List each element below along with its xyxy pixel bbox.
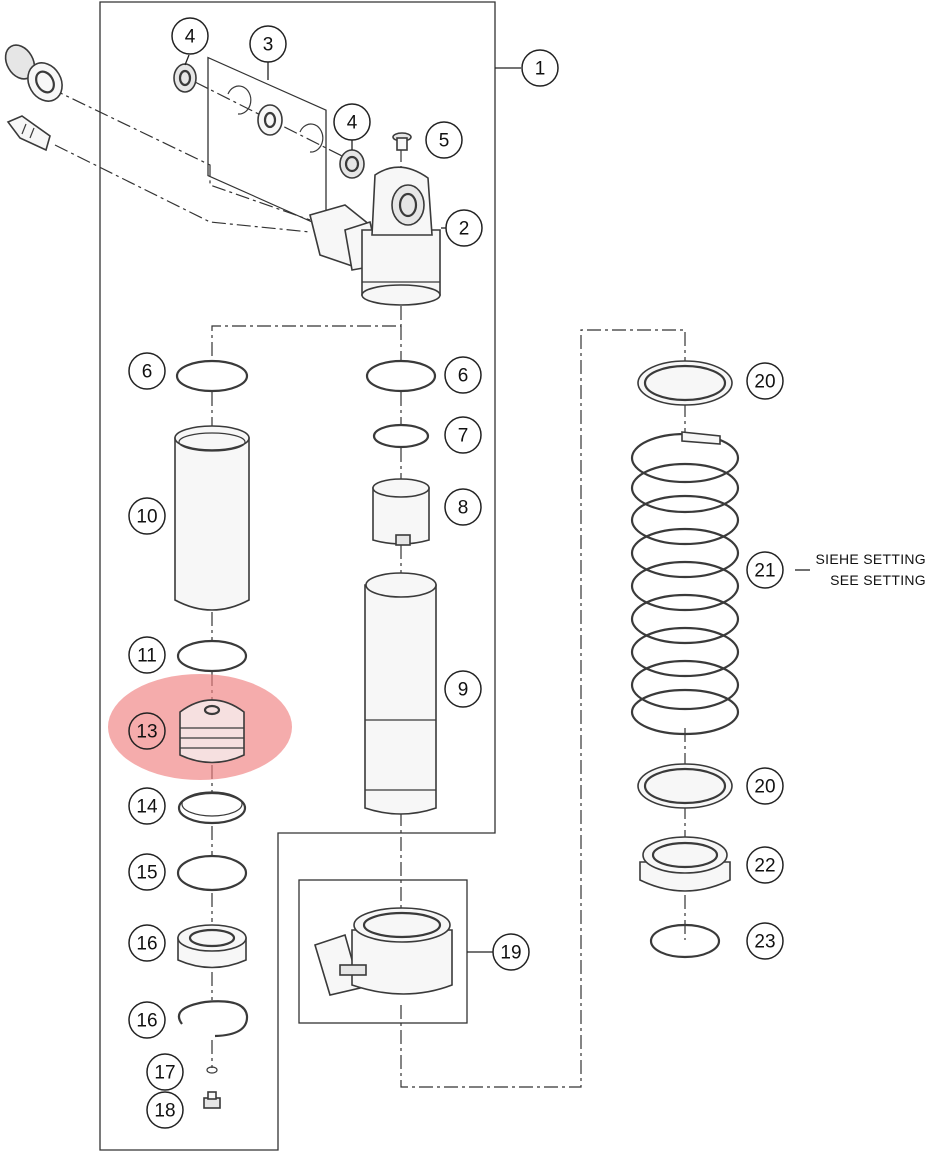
callout-22: 22 bbox=[746, 846, 784, 884]
svg-text:7: 7 bbox=[458, 426, 469, 447]
callout-6-right: 6 bbox=[444, 356, 482, 394]
preload-adjuster-19 bbox=[314, 907, 453, 996]
o-ring-23 bbox=[649, 923, 721, 959]
callout-23: 23 bbox=[746, 922, 784, 960]
callout-7: 7 bbox=[444, 416, 482, 454]
setting-note-english: SEE SETTING bbox=[830, 572, 926, 588]
screw-18 bbox=[203, 1091, 221, 1109]
callout-5: 5 bbox=[425, 121, 463, 159]
callout-19: 19 bbox=[492, 933, 530, 971]
svg-text:22: 22 bbox=[754, 856, 775, 877]
svg-text:16: 16 bbox=[136, 1011, 157, 1032]
callout-9: 9 bbox=[444, 670, 482, 708]
spring-washer-20-top bbox=[637, 360, 733, 406]
svg-text:23: 23 bbox=[754, 932, 775, 953]
callout-15: 15 bbox=[128, 853, 166, 891]
callout-13: 13 bbox=[128, 712, 166, 750]
setting-note-german: SIEHE SETTING bbox=[816, 551, 926, 567]
o-ring-15 bbox=[176, 854, 248, 892]
svg-text:21: 21 bbox=[754, 561, 775, 582]
shock-body-part bbox=[309, 166, 441, 306]
seal-head-16 bbox=[177, 924, 247, 969]
washer-17 bbox=[206, 1066, 218, 1074]
dust-seal-4-upper bbox=[173, 63, 197, 93]
o-ring-6-left bbox=[175, 359, 249, 393]
callout-4-lower: 4 bbox=[333, 103, 371, 141]
spring-retainer-22 bbox=[639, 836, 731, 892]
callout-leaders bbox=[184, 54, 810, 953]
svg-text:20: 20 bbox=[754, 372, 775, 393]
o-ring-6-right bbox=[365, 359, 437, 393]
callout-17: 17 bbox=[146, 1053, 184, 1091]
assembly-frame-1 bbox=[99, 1, 496, 1151]
callout-18: 18 bbox=[146, 1091, 184, 1129]
svg-text:11: 11 bbox=[137, 646, 157, 667]
svg-text:10: 10 bbox=[136, 507, 157, 528]
circlip-16 bbox=[177, 1000, 249, 1038]
callout-6-left: 6 bbox=[128, 352, 166, 390]
callout-3: 3 bbox=[249, 25, 287, 63]
svg-text:18: 18 bbox=[154, 1101, 175, 1122]
svg-text:6: 6 bbox=[142, 362, 153, 383]
bushing-part bbox=[4, 44, 63, 102]
svg-text:3: 3 bbox=[263, 35, 274, 56]
svg-text:4: 4 bbox=[347, 113, 358, 134]
svg-text:9: 9 bbox=[458, 680, 469, 701]
svg-text:6: 6 bbox=[458, 366, 469, 387]
svg-text:20: 20 bbox=[754, 777, 775, 798]
svg-text:1: 1 bbox=[535, 59, 546, 80]
svg-text:14: 14 bbox=[136, 797, 158, 818]
svg-text:2: 2 bbox=[459, 219, 470, 240]
svg-text:17: 17 bbox=[154, 1063, 175, 1084]
bleed-screw-part bbox=[392, 132, 412, 151]
callout-11: 11 bbox=[128, 636, 166, 674]
piston-part-13 bbox=[179, 699, 245, 764]
damper-tube-part bbox=[364, 572, 437, 815]
reservoir-tube-part bbox=[174, 425, 250, 611]
callout-16-circlip: 16 bbox=[128, 1001, 166, 1039]
spring-washer-20-bottom bbox=[637, 763, 733, 809]
callout-1: 1 bbox=[521, 49, 559, 87]
callout-21: 21 bbox=[746, 551, 784, 589]
callout-14: 14 bbox=[128, 787, 166, 825]
svg-text:4: 4 bbox=[185, 27, 196, 48]
o-ring-7 bbox=[372, 423, 430, 449]
callout-4-upper: 4 bbox=[171, 17, 209, 55]
svg-text:13: 13 bbox=[136, 722, 157, 743]
callout-20-bottom: 20 bbox=[746, 767, 784, 805]
svg-text:15: 15 bbox=[136, 863, 157, 884]
svg-text:8: 8 bbox=[458, 498, 469, 519]
seal-ring-14 bbox=[177, 791, 247, 825]
callout-2: 2 bbox=[445, 209, 483, 247]
spring-21 bbox=[630, 431, 740, 736]
callout-8: 8 bbox=[444, 488, 482, 526]
guide-part-8 bbox=[372, 478, 430, 546]
callout-16-seal-head: 16 bbox=[128, 924, 166, 962]
callout-20-top: 20 bbox=[746, 362, 784, 400]
valve-stem-part bbox=[6, 115, 51, 152]
svg-text:16: 16 bbox=[136, 934, 157, 955]
callout-10: 10 bbox=[128, 497, 166, 535]
assembly-frame-3 bbox=[207, 56, 327, 230]
svg-text:19: 19 bbox=[500, 943, 521, 964]
o-ring-11 bbox=[176, 639, 248, 673]
dust-seal-4-lower bbox=[339, 149, 365, 179]
bearing-kit-3 bbox=[227, 85, 324, 153]
svg-text:5: 5 bbox=[439, 131, 450, 152]
